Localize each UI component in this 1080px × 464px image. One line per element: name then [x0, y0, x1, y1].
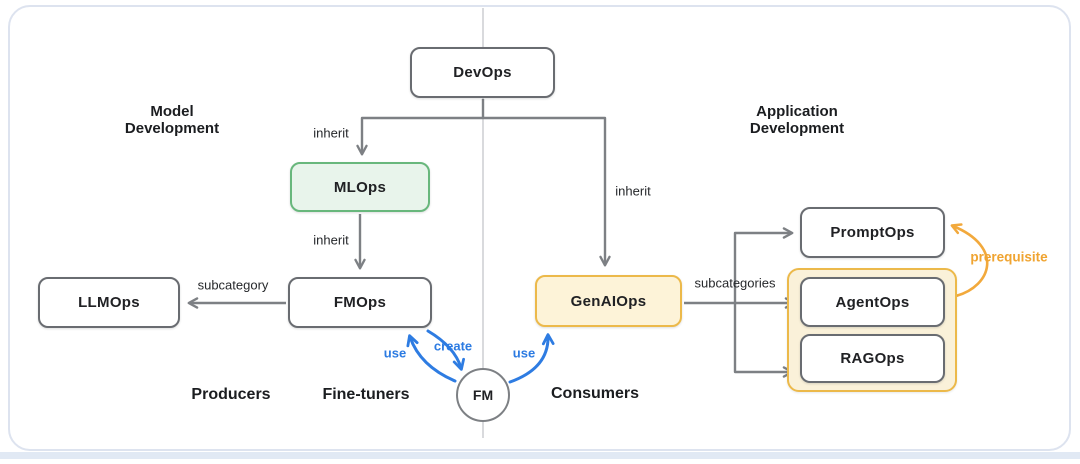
bottom-strip [0, 452, 1080, 459]
node-agentops: AgentOps [800, 277, 945, 327]
section-model-development-line2: Development [124, 120, 220, 137]
section-application-development-line1: Application [756, 103, 838, 120]
fm-circle [456, 368, 510, 422]
section-application-development-line2: Development [749, 120, 845, 137]
fm-circle-label: FM [472, 387, 494, 403]
node-mlops: MLOps [290, 162, 430, 212]
section-application-development: Application Development [750, 103, 844, 137]
edge-label-inherit-mlops: inherit [313, 125, 349, 141]
node-ragops: RAGOps [800, 334, 945, 383]
edge-label-inherit-genaiops: inherit [615, 183, 651, 199]
prerequisite-arrow [950, 223, 989, 298]
node-llmops: LLMOps [38, 277, 180, 328]
role-label-fine-tuners: Fine-tuners [322, 386, 410, 403]
edge-label-use-left: use [383, 345, 407, 361]
devops-branch-arrows [356, 116, 611, 267]
edge-label-subcategories: subcategories [694, 275, 776, 291]
edge-label-use-right: use [512, 345, 536, 361]
edge-label-create: create [433, 338, 473, 354]
edge-label-inherit-fmops: inherit [313, 232, 349, 248]
use-left-arrow [406, 334, 457, 383]
create-arrow [426, 329, 465, 371]
edge-label-prerequisite: prerequisite [970, 249, 1048, 265]
node-promptops: PromptOps [800, 207, 945, 258]
section-model-development: Model Development [125, 103, 219, 137]
node-devops: DevOps [410, 47, 555, 98]
section-model-development-line1: Model [150, 103, 194, 120]
role-label-consumers: Consumers [550, 385, 640, 402]
node-genaiops: GenAIOps [535, 275, 682, 327]
subcategories-branch-arrows [733, 227, 794, 378]
use-right-arrow [508, 333, 555, 384]
role-label-producers: Producers [191, 386, 271, 403]
node-fmops: FMOps [288, 277, 432, 328]
edge-label-subcategory: subcategory [197, 277, 269, 293]
